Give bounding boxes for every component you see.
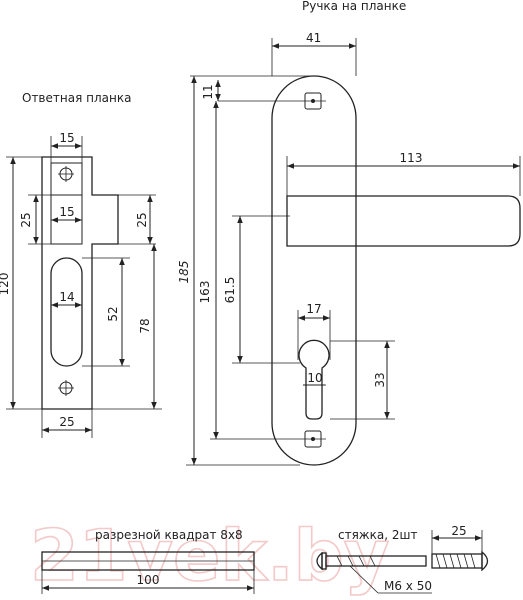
handle-plate-drawing: 41 11 185 163 61.5 113 17 10 xyxy=(177,31,521,466)
dim-cylinder-width: 17 xyxy=(306,302,321,316)
dim-top-offset: 11 xyxy=(201,84,215,99)
screws-title: стяжка, 2шт xyxy=(338,528,417,542)
dim-strike-plate-width: 25 xyxy=(59,415,74,429)
cylinder-cutout xyxy=(298,339,330,420)
dim-hole-spacing: 163 xyxy=(198,281,212,304)
strike-title: Ответная планка xyxy=(22,91,131,105)
strike-plate-drawing: 15 15 25 120 25 14 52 78 xyxy=(0,131,162,438)
dim-lever-length: 113 xyxy=(400,151,423,165)
dim-cylinder-inner: 10 xyxy=(307,371,322,385)
dim-strike-tongue-left: 25 xyxy=(19,212,33,227)
handle-plate xyxy=(271,75,357,466)
square-title: разрезной квадрат 8x8 xyxy=(95,528,243,542)
dim-lever-to-cylinder: 61.5 xyxy=(223,277,237,304)
dim-total-height: 185 xyxy=(177,261,191,284)
dim-strike-lower-height: 78 xyxy=(138,318,152,333)
screw-size-label: М6 х 50 xyxy=(384,579,432,593)
dim-strike-slot-width: 14 xyxy=(59,290,74,304)
strike-slot xyxy=(50,257,83,367)
dim-strike-total-height: 120 xyxy=(0,273,11,296)
screws-drawing: 25 xyxy=(316,524,489,594)
dim-strike-top-width: 15 xyxy=(59,131,74,145)
dim-strike-tongue-right: 25 xyxy=(135,212,149,227)
square-spindle-drawing: 100 xyxy=(41,551,255,594)
dim-square-length: 100 xyxy=(137,573,160,587)
handle-lever xyxy=(286,195,521,247)
dim-screw-length: 25 xyxy=(451,524,466,538)
handle-title: Ручка на планке xyxy=(302,0,406,13)
dim-cylinder-height: 33 xyxy=(373,372,387,387)
dim-strike-tongue-width: 15 xyxy=(59,205,74,219)
dim-plate-width: 41 xyxy=(306,31,321,45)
dim-strike-slot-height: 52 xyxy=(106,306,120,321)
